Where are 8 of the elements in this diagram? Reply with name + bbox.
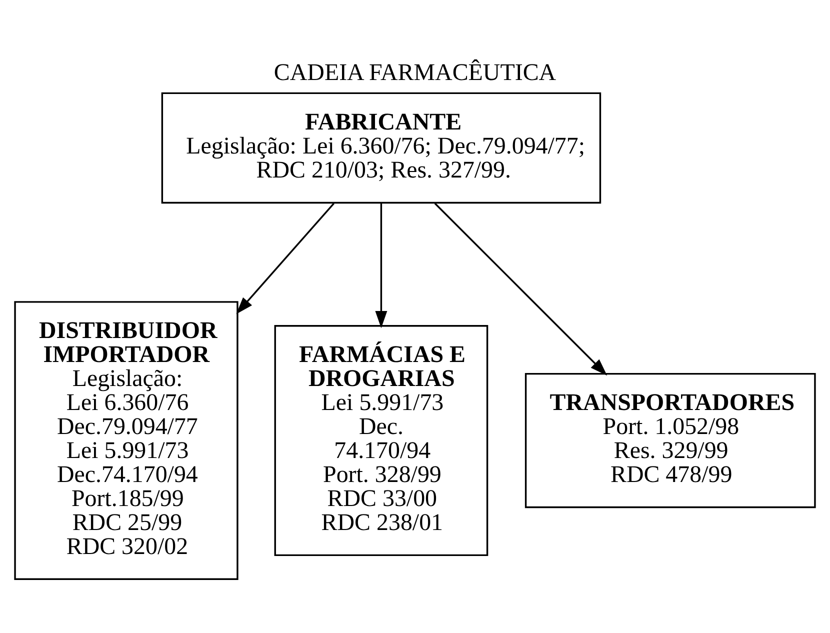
arrow	[434, 202, 608, 376]
node-box: FARMÁCIAS E DROGARIAS Lei 5.991/73 Dec. 74.170/94 Port. 328/99 RDC 33/00 RDC 238/01	[274, 325, 488, 556]
diagram-title: CADEIA FARMACÊUTICA	[274, 60, 556, 86]
node-box: FABRICANTE Legislação: Lei 6.360/76; Dec.79.094/77; RDC 210/03; Res. 327/99.	[161, 92, 602, 204]
node-box: TRANSPORTADORES Port. 1.052/98 Res. 329/99 RDC 478/99	[524, 372, 816, 508]
arrow	[236, 202, 334, 314]
arrow	[375, 203, 388, 328]
node-box: DISTRIBUIDOR IMPORTADOR Legislação: Lei 6.360/76 Dec.79.094/77 Lei 5.991/73 Dec.74.170/94 Port.185/99 RDC 25/99 RDC 320/02	[14, 301, 238, 580]
